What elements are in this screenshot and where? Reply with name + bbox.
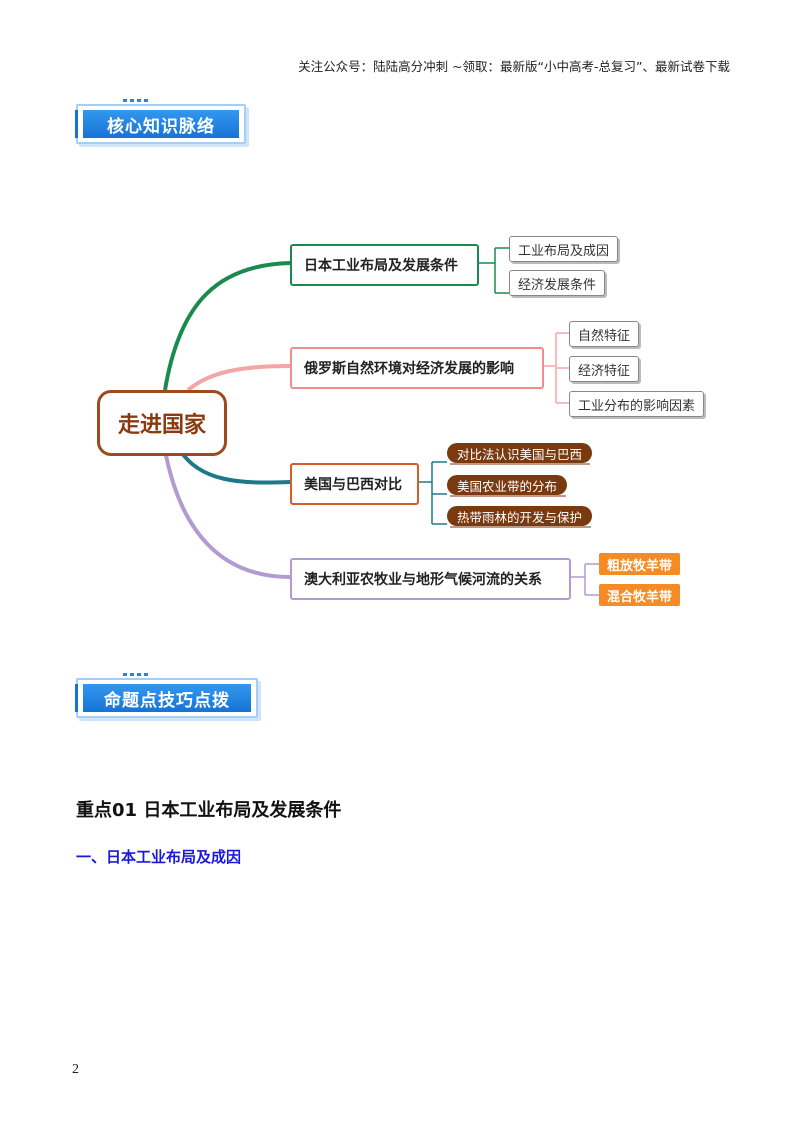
branch-japan-industry: 日本工业布局及发展条件 [290, 244, 479, 286]
sub-heading: 一、日本工业布局及成因 [76, 848, 242, 866]
leaf-extensive-sheep: 粗放牧羊带 [599, 553, 681, 575]
mindmap-center-node: 走进国家 [97, 390, 227, 456]
leaf-compare-usa-brazil: 对比法认识美国与巴西 [447, 443, 593, 463]
decor-dots [123, 673, 148, 676]
leaf-natural-features: 自然特征 [569, 321, 640, 347]
branch-russia-environment: 俄罗斯自然环境对经济发展的影响 [290, 347, 544, 389]
leaf-industry-layout: 工业布局及成因 [509, 236, 619, 262]
leaf-mixed-sheep: 混合牧羊带 [599, 584, 681, 606]
leaf-industry-factors: 工业分布的影响因素 [569, 391, 705, 417]
leaf-rainforest: 热带雨林的开发与保护 [447, 506, 593, 526]
section-banner-tips: 命题点技巧点拨 [75, 673, 258, 718]
section-banner-core: 核心知识脉络 [75, 99, 246, 144]
section-title-core: 核心知识脉络 [83, 110, 239, 138]
section-title-tips: 命题点技巧点拨 [83, 684, 251, 712]
leaf-us-agriculture-belts: 美国农业带的分布 [447, 475, 568, 495]
branch-australia-farming: 澳大利亚农牧业与地形气候河流的关系 [290, 558, 571, 600]
branch-usa-brazil: 美国与巴西对比 [290, 463, 419, 505]
page-number: 2 [72, 1062, 79, 1077]
decor-dots [123, 99, 148, 102]
key-point-heading: 重点01 日本工业布局及发展条件 [76, 800, 342, 821]
header-note: 关注公众号：陆陆高分冲刺 ~领取：最新版“小中高考-总复习”、最新试卷下载 [298, 59, 730, 74]
leaf-economic-conditions: 经济发展条件 [509, 270, 606, 296]
leaf-economic-features: 经济特征 [569, 356, 640, 382]
